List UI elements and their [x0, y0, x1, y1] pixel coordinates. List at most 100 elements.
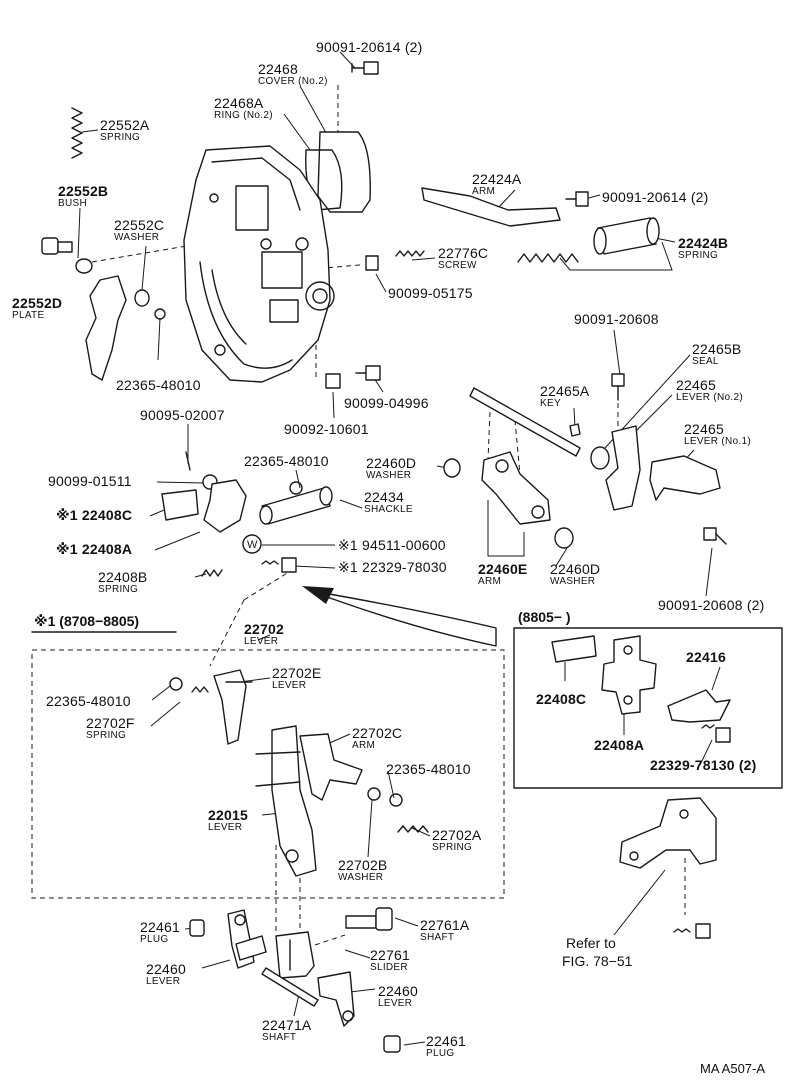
bolt-90091-20608 [611, 373, 625, 401]
callout-22365-48010-b: 22365-48010 [244, 453, 329, 469]
seal-22465b [590, 446, 610, 470]
cover-no2 [317, 131, 371, 213]
arm-22424a [421, 187, 561, 227]
callout-22468a: 22468A RING (No.2) [214, 95, 273, 121]
refer-note-line1: Refer to [566, 935, 616, 951]
clip-22365-48010-b [289, 481, 303, 495]
callout-22408a-new: 22408A [594, 737, 645, 753]
callout-22552c: 22552C WASHER [114, 217, 165, 243]
bolt-90091-20608-2 [703, 527, 727, 545]
callout-22461-top: 22461 PLUG [140, 919, 180, 945]
callout-22424a: 22424A ARM [472, 171, 522, 197]
refer-note-line2: FIG. 78−51 [562, 953, 633, 969]
washer-94511-00600 [242, 534, 262, 554]
variant-8708-8805-box [31, 649, 505, 899]
callout-22552a: 22552A SPRING [100, 117, 150, 143]
callout-22408c-new: 22408C [536, 691, 587, 707]
screw-22776c [395, 250, 425, 257]
callout-22329-78030: ※1 22329-78030 [338, 559, 447, 575]
lever-22465-no2 [605, 425, 641, 511]
callout-22761: 22761 SLIDER [370, 947, 410, 973]
rod-22460e [469, 387, 581, 457]
svg-text:W: W [247, 539, 258, 551]
callout-22468: 22468 COVER (No.2) [258, 61, 328, 87]
callout-90092-10601: 90092-10601 [284, 421, 369, 437]
callout-90091-20614-right: 90091-20614 (2) [602, 189, 709, 205]
bush-22552b [41, 237, 93, 274]
callout-22461-bottom: 22461 PLUG [426, 1033, 466, 1059]
arm-22460e-bracket [487, 500, 525, 557]
callout-22329-78130: 22329-78130 (2) [650, 757, 757, 773]
washer-22460d-top [443, 458, 461, 478]
callout-22460d-top: 22460D WASHER [366, 455, 417, 481]
callout-22702b: 22702B WASHER [338, 857, 388, 883]
bracket-22408c [161, 489, 199, 521]
spring-22424b [517, 253, 579, 263]
callout-22460e: 22460E ARM [478, 561, 528, 587]
callout-22408a: ※1 22408A [56, 541, 133, 557]
lever-22460-right [317, 971, 355, 1027]
plate-22408a [203, 479, 247, 533]
callout-90091-20608-2: 90091-20608 (2) [658, 597, 765, 613]
washer-22702b [367, 787, 381, 801]
washer-22552c [134, 289, 150, 307]
clip-22365-48010-d [389, 793, 403, 807]
spring-22702a [397, 825, 429, 833]
shackle-22434 [259, 486, 333, 525]
callout-22465-no2: 22465 LEVER (No.2) [676, 377, 743, 403]
spring-22702f [191, 686, 209, 693]
callout-22460d-bottom: 22460D WASHER [550, 561, 601, 587]
spring-22552a [71, 107, 83, 159]
nut-90092-10601 [325, 373, 341, 389]
bolt-22329-78130 [701, 724, 731, 743]
sleeve-22424b [593, 217, 660, 255]
pin-90095-02007 [185, 451, 191, 471]
variant-label-8708-8805: ※1 (8708−8805) [34, 613, 140, 629]
figure-code: MA A507-A [700, 1061, 766, 1076]
slider-22761 [275, 931, 315, 979]
clip-22365-48010-c [169, 677, 183, 691]
bracket-refer-fig-78-51 [619, 797, 717, 869]
callout-22408c: ※1 22408C [56, 507, 133, 523]
callout-22702c: 22702C ARM [352, 725, 403, 751]
variant-label-8805: (8805− ) [518, 609, 571, 625]
key-22465a [569, 423, 581, 437]
variant-8805-box [513, 627, 783, 789]
spring-22424b-bracket [559, 241, 673, 271]
callout-90099-01511: 90099-01511 [48, 473, 132, 489]
callout-22424b: 22424B SPRING [678, 235, 729, 261]
washer-22460d-bottom [554, 527, 574, 549]
arm-22702c [299, 733, 363, 801]
lever-22465-no1 [649, 455, 721, 501]
lever-22702e [213, 669, 247, 745]
spring-22408b [201, 569, 223, 577]
ring-no2 [305, 149, 343, 211]
callout-90091-20608: 90091-20608 [574, 311, 659, 327]
nut-90099-05175 [365, 255, 379, 271]
plug-22461-top [189, 919, 205, 937]
callout-22465a: 22465A KEY [540, 383, 590, 409]
plug-22461-bottom [383, 1035, 401, 1053]
callout-22365-48010-c: 22365-48010 [46, 693, 131, 709]
plate-22408a-new [601, 635, 657, 715]
lever-22460-left [227, 909, 267, 969]
callout-22552b: 22552B BUSH [58, 183, 109, 209]
lever-22015 [255, 725, 317, 877]
callout-22702: 22702 LEVER [244, 621, 284, 647]
callout-22465b: 22465B SEAL [692, 341, 742, 367]
clip-22365-48010-a [154, 308, 166, 320]
shaft-22761a [345, 907, 393, 931]
callout-90091-20614-top: 90091-20614 (2) [316, 39, 423, 55]
callout-22761a: 22761A SHAFT [420, 917, 470, 943]
callout-90099-04996: 90099-04996 [344, 395, 429, 411]
callout-22434: 22434 SHACKLE [364, 489, 413, 515]
plate-22416 [667, 689, 731, 723]
bolt-90091-20614-top [351, 61, 379, 75]
callout-22552d: 22552D PLATE [12, 295, 63, 321]
arm-22460e [481, 451, 551, 525]
callout-90095-02007: 90095-02007 [140, 407, 225, 423]
bolt-90099-04996 [355, 365, 381, 381]
callout-22015: 22015 LEVER [208, 807, 248, 833]
